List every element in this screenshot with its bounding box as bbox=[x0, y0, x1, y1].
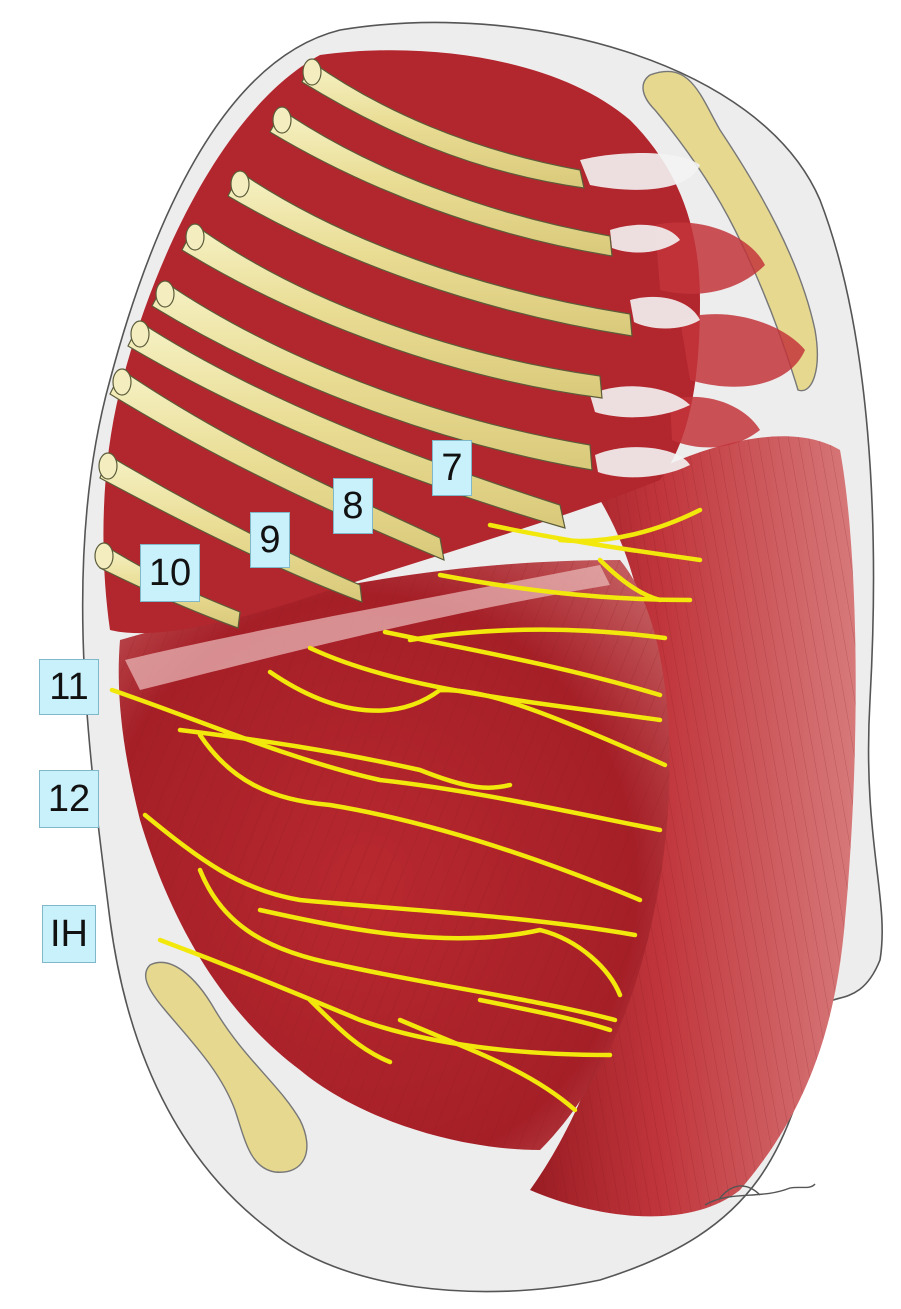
nerve-11-b bbox=[177, 727, 513, 790]
rib-5 bbox=[151, 281, 593, 471]
artist-signature bbox=[704, 1183, 816, 1206]
cartilage-2 bbox=[610, 224, 680, 253]
cartilage-4 bbox=[590, 386, 690, 418]
muscle-bundle-2 bbox=[680, 314, 805, 387]
muscle-bundle-1 bbox=[655, 222, 765, 294]
nerve-8-branch bbox=[597, 557, 663, 603]
nerve-12-c bbox=[257, 907, 623, 998]
label-rib-8: 8 bbox=[333, 478, 373, 534]
nerve-ih-c bbox=[397, 1017, 578, 1113]
nerve-7-branch bbox=[557, 507, 703, 544]
rib-8 bbox=[99, 454, 363, 603]
nerve-9-b bbox=[407, 627, 668, 643]
nerve-11 bbox=[109, 687, 663, 833]
nerve-ih bbox=[157, 937, 613, 1058]
label-rib-12: 12 bbox=[39, 770, 99, 828]
rib-2 bbox=[269, 109, 613, 257]
nerve-ih-d bbox=[477, 997, 613, 1033]
label-rib-9: 9 bbox=[250, 512, 290, 568]
nerve-ih-b bbox=[307, 997, 393, 1065]
cartilage-3 bbox=[630, 296, 700, 329]
nerve-12 bbox=[142, 812, 638, 938]
sternum-bone bbox=[642, 70, 818, 392]
rib-1 bbox=[301, 61, 585, 189]
label-rib-11: 11 bbox=[39, 659, 99, 715]
nerves bbox=[109, 507, 703, 1113]
label-iliohypogastric: IH bbox=[42, 905, 96, 963]
muscle-bundle-3 bbox=[670, 396, 760, 448]
nerve-7 bbox=[487, 522, 703, 563]
cartilage-1 bbox=[580, 153, 700, 190]
rib-4 bbox=[181, 224, 603, 399]
nerve-12-b bbox=[197, 867, 618, 1023]
aponeurosis-band bbox=[125, 565, 610, 690]
rib-3 bbox=[227, 171, 633, 337]
nerve-10-b bbox=[267, 669, 668, 768]
rib-heads bbox=[94, 58, 322, 570]
iliac-bone bbox=[145, 961, 308, 1173]
cartilage-5 bbox=[595, 447, 690, 478]
label-rib-10: 10 bbox=[140, 544, 200, 602]
label-rib-7: 7 bbox=[432, 440, 472, 496]
nerve-11-c bbox=[197, 732, 643, 903]
